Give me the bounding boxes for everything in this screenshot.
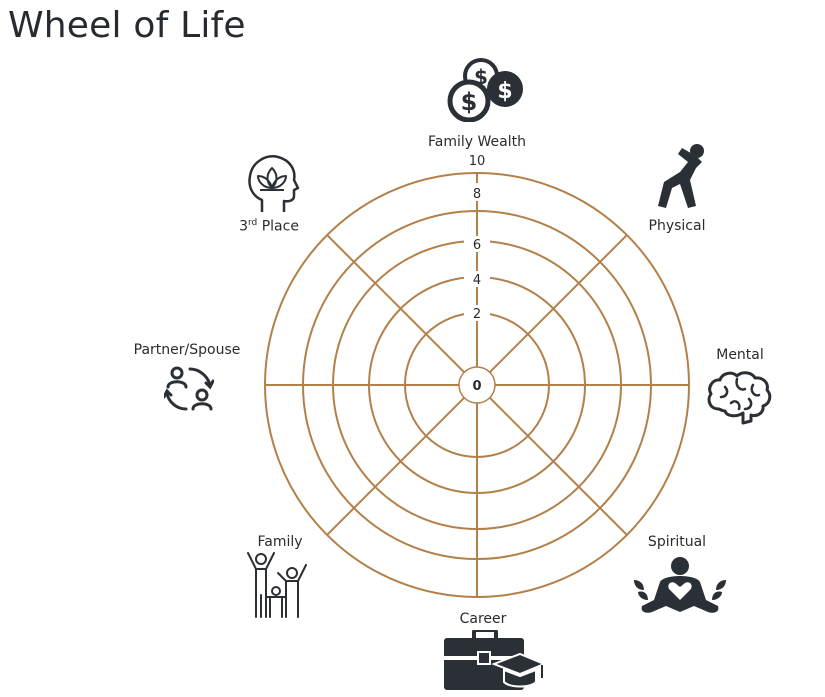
scale-label-2: 2: [473, 307, 481, 322]
meditation-heart-icon: [634, 557, 726, 613]
scale-label-4: 4: [473, 273, 481, 288]
segment-label-physical: Physical: [648, 218, 706, 234]
scale-label-6: 6: [473, 238, 481, 253]
spoke-4: [489, 397, 628, 536]
segment-label-career: Career: [459, 611, 507, 627]
family-icon: [247, 552, 307, 618]
segment-label-family-wealth: Family Wealth: [428, 134, 526, 150]
spoke-8: [326, 234, 465, 373]
stretching-person-icon: [658, 144, 704, 208]
svg-text:$: $: [461, 88, 478, 116]
spoke-6: [326, 397, 465, 536]
scale-label-8: 8: [473, 187, 481, 202]
segment-label-partner-spouse: Partner/Spouse: [133, 342, 241, 358]
briefcase-graduation-icon: [444, 630, 544, 690]
scale-labels: 2 4 6 8 10: [462, 150, 492, 322]
wheel-spokes: [265, 173, 689, 597]
partner-cycle-icon: [164, 366, 214, 411]
svg-text:$: $: [497, 79, 512, 104]
money-coins-icon: $ $ $: [447, 58, 523, 122]
scale-label-10: 10: [469, 154, 486, 169]
scale-label-0: 0: [472, 379, 481, 394]
center-circle: [458, 366, 496, 404]
segment-label-family: Family: [257, 534, 303, 550]
page-title: Wheel of Life: [8, 5, 246, 46]
brain-icon: [707, 371, 772, 425]
segment-label-spiritual: Spiritual: [647, 534, 707, 550]
spoke-2: [489, 234, 628, 373]
segment-label-3rd-place: 3rd Place: [239, 218, 299, 235]
segment-label-mental: Mental: [716, 347, 764, 363]
lotus-head-icon: [248, 155, 300, 212]
